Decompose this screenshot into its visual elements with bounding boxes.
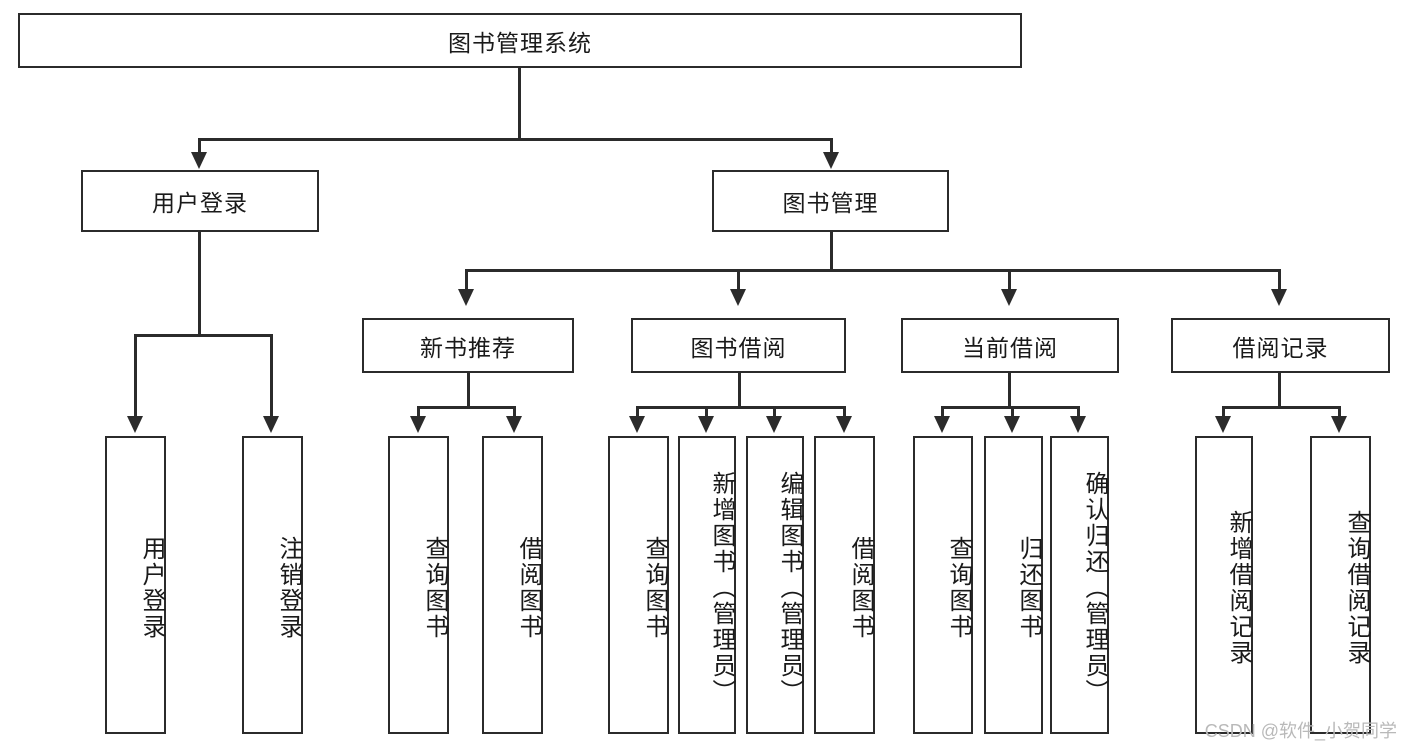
node-label: 当前借阅	[962, 334, 1058, 361]
node-label: 查询图书	[945, 536, 972, 640]
arrow-record-to-leaf1	[1215, 416, 1231, 433]
leaf-edit-book-admin[interactable]: 编辑图书（管理员）	[746, 436, 804, 734]
node-label: 借阅记录	[1232, 334, 1329, 361]
edge-book-to-c4	[1278, 269, 1281, 291]
leaf-add-book-admin[interactable]: 新增图书（管理员）	[678, 436, 736, 734]
arrow-borrow-to-leaf4	[836, 416, 852, 433]
edge-newbook-bar	[417, 406, 516, 409]
edge-current-to-leaf1	[941, 406, 944, 418]
leaf-add-borrow-record[interactable]: 新增借阅记录	[1195, 436, 1253, 734]
edge-borrow-stem	[738, 373, 741, 408]
node-label: 查询图书	[641, 536, 668, 640]
node-label: 新增借阅记录	[1225, 510, 1252, 666]
leaf-borrow-book-recommend[interactable]: 借阅图书	[482, 436, 543, 734]
node-book-borrow[interactable]: 图书借阅	[631, 318, 846, 373]
arrow-root-to-user	[191, 152, 207, 169]
node-borrow-record[interactable]: 借阅记录	[1171, 318, 1390, 373]
leaf-return-book[interactable]: 归还图书	[984, 436, 1043, 734]
leaf-user-logout[interactable]: 注销登录	[242, 436, 303, 734]
edge-record-to-leaf1	[1222, 406, 1225, 418]
edge-book-to-c1	[465, 269, 468, 291]
arrow-user-to-leaf1	[127, 416, 143, 433]
arrow-record-to-leaf2	[1331, 416, 1347, 433]
arrow-newbook-to-leaf1	[410, 416, 426, 433]
arrow-root-to-book	[823, 152, 839, 169]
arrow-user-to-leaf2	[263, 416, 279, 433]
node-label: 注销登录	[275, 536, 302, 640]
node-root-system[interactable]: 图书管理系统	[18, 13, 1022, 68]
edge-user-to-leaf2	[270, 334, 273, 418]
node-label: 图书管理系统	[448, 29, 592, 56]
edge-newbook-to-leaf1	[417, 406, 420, 418]
edge-user-to-leaf1	[134, 334, 137, 418]
leaf-query-book-current[interactable]: 查询图书	[913, 436, 973, 734]
edge-user-stem	[198, 232, 201, 335]
node-new-book-recommend[interactable]: 新书推荐	[362, 318, 574, 373]
edge-root-to-user	[198, 138, 201, 156]
edge-root-stem	[518, 67, 521, 139]
edge-borrow-to-leaf3	[773, 406, 776, 418]
edge-root-to-book	[830, 138, 833, 156]
node-label: 图书管理	[782, 190, 879, 216]
arrow-borrow-to-leaf2	[698, 416, 714, 433]
edge-record-bar	[1222, 406, 1341, 409]
node-label: 图书借阅	[690, 334, 787, 361]
arrow-book-to-c2	[730, 289, 746, 306]
leaf-user-login[interactable]: 用户登录	[105, 436, 166, 734]
arrow-book-to-c1	[458, 289, 474, 306]
node-label: 编辑图书（管理员）	[776, 471, 803, 705]
edge-book-stem	[830, 232, 833, 270]
node-label: 借阅图书	[847, 536, 874, 640]
node-current-borrow[interactable]: 当前借阅	[901, 318, 1119, 373]
arrow-book-to-c4	[1271, 289, 1287, 306]
arrow-book-to-c3	[1001, 289, 1017, 306]
edge-book-to-c3	[1008, 269, 1011, 291]
leaf-query-book-borrow[interactable]: 查询图书	[608, 436, 669, 734]
edge-borrow-to-leaf1	[636, 406, 639, 418]
node-label: 用户登录	[152, 190, 248, 216]
node-book-management[interactable]: 图书管理	[712, 170, 949, 232]
edge-current-bar	[941, 406, 1079, 409]
edge-newbook-stem	[467, 373, 470, 408]
edge-borrow-to-leaf4	[843, 406, 846, 418]
node-label: 查询图书	[421, 536, 448, 640]
node-label: 新书推荐	[420, 334, 516, 361]
edge-book-bar	[465, 269, 1280, 272]
edge-user-bar	[134, 334, 273, 337]
leaf-query-borrow-record[interactable]: 查询借阅记录	[1310, 436, 1371, 734]
edge-book-to-c2	[737, 269, 740, 291]
edge-record-to-leaf2	[1338, 406, 1341, 418]
leaf-confirm-return-admin[interactable]: 确认归还（管理员）	[1050, 436, 1109, 734]
arrow-current-to-leaf1	[934, 416, 950, 433]
arrow-borrow-to-leaf1	[629, 416, 645, 433]
edge-current-stem	[1008, 373, 1011, 408]
leaf-borrow-book[interactable]: 借阅图书	[814, 436, 875, 734]
edge-current-to-leaf2	[1011, 406, 1014, 418]
leaf-query-book-recommend[interactable]: 查询图书	[388, 436, 449, 734]
edge-root-bar	[198, 138, 832, 141]
arrow-current-to-leaf3	[1070, 416, 1086, 433]
node-label: 用户登录	[138, 536, 165, 640]
node-label: 确认归还（管理员）	[1081, 471, 1108, 705]
node-label: 查询借阅记录	[1343, 510, 1370, 666]
node-label: 借阅图书	[515, 536, 542, 640]
edge-borrow-bar	[636, 406, 845, 409]
edge-current-to-leaf3	[1077, 406, 1080, 418]
edge-newbook-to-leaf2	[513, 406, 516, 418]
node-label: 新增图书（管理员）	[708, 471, 735, 705]
node-user-login[interactable]: 用户登录	[81, 170, 319, 232]
arrow-current-to-leaf2	[1004, 416, 1020, 433]
edge-record-stem	[1278, 373, 1281, 408]
arrow-borrow-to-leaf3	[766, 416, 782, 433]
arrow-newbook-to-leaf2	[506, 416, 522, 433]
node-label: 归还图书	[1015, 536, 1042, 640]
watermark: CSDN @软件_小贺同学	[1204, 721, 1397, 741]
edge-borrow-to-leaf2	[705, 406, 708, 418]
